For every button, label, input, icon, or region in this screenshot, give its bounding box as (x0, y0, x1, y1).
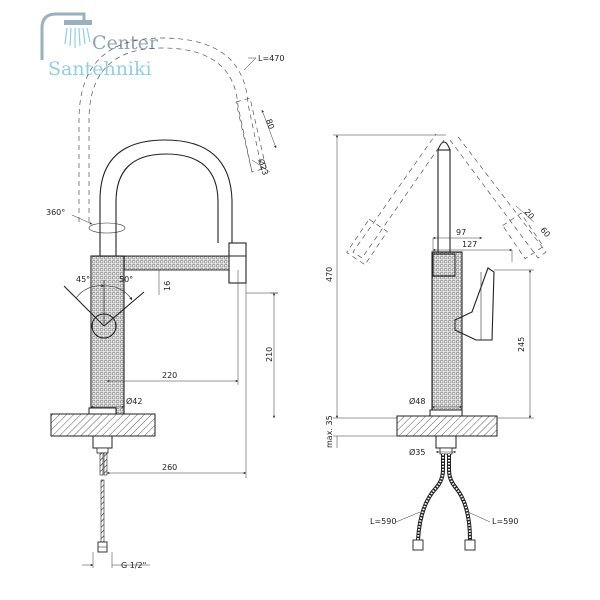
label-hole-diameter: Ø35 (409, 447, 425, 457)
label-gap: 16 (163, 281, 172, 291)
label-body-diameter: Ø42 (126, 396, 142, 406)
label-head-length: 80 (264, 118, 276, 130)
label-angle-left: 45° (76, 275, 90, 284)
faucet-body-side (431, 251, 463, 417)
shower-icon (40, 12, 86, 60)
label-lever-height: 245 (517, 337, 526, 352)
label-rotation: 360° (46, 208, 65, 217)
label-max-deck: max. 35 (325, 415, 334, 448)
label-reach: 220 (162, 371, 177, 380)
logo-text-santehniki: Santehniki (48, 58, 152, 80)
label-angle-right: 50° (119, 275, 133, 284)
label-base-diameter: Ø48 (409, 396, 425, 406)
label-hose-length: L=470 (258, 54, 284, 63)
label-head-diameter: Ø23 (256, 158, 271, 177)
label-offset-lever: 127 (462, 240, 477, 249)
label-overall-width: 260 (162, 463, 177, 472)
label-thread: G 1/2" (121, 561, 146, 570)
label-hose-right: L=590 (492, 517, 518, 526)
front-view: L=470 80 Ø23 360° 45° 50° 16 220 210 Ø42… (46, 37, 284, 570)
label-hose-left: L=590 (370, 517, 396, 526)
label-overall-height: 470 (325, 267, 334, 282)
label-side-head-length: 60 (538, 226, 551, 240)
label-offset-spout: 97 (456, 228, 466, 237)
label-spout-height: 210 (265, 347, 274, 362)
side-view: 470 max. 35 97 127 20 60 245 Ø48 Ø35 L=5… (325, 133, 552, 551)
brand-logo: Center Santehniki (40, 12, 159, 80)
